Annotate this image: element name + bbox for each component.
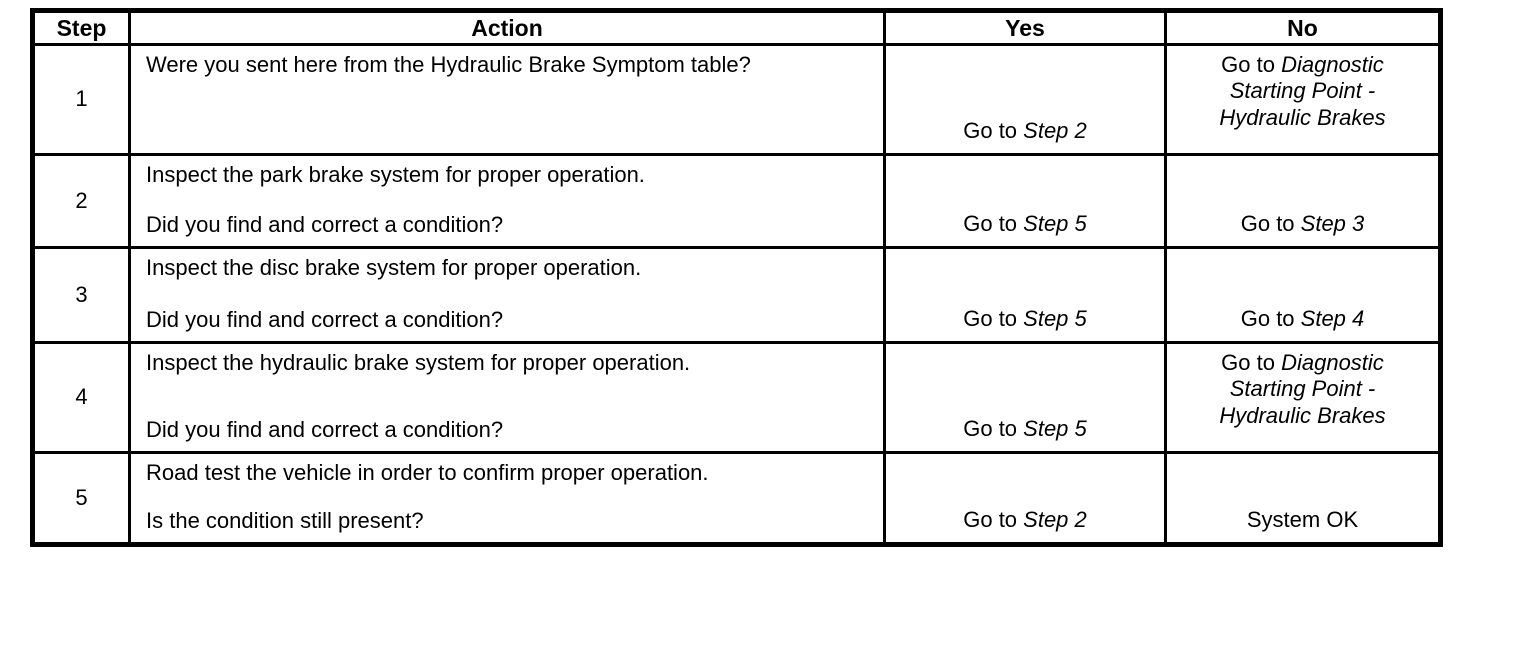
goto-text: Go to — [1240, 211, 1301, 237]
goto-target: Diagnostic Starting Point - Hydraulic Br… — [1219, 52, 1386, 130]
goto-target: Step 5 — [1023, 211, 1087, 237]
status-text: System OK — [1246, 507, 1359, 533]
header-no: No — [1164, 9, 1442, 46]
table-row: 1 Were you sent here from the Hydraulic … — [31, 43, 1442, 156]
no-cell: Go to Diagnostic Starting Point - Hydrau… — [1164, 43, 1442, 156]
no-cell: System OK — [1164, 451, 1442, 546]
action-result-question: Is the condition still present? — [146, 508, 424, 534]
action-result-question: Did you find and correct a condition? — [146, 417, 504, 443]
header-action: Action — [128, 9, 886, 46]
table-row: 5 Road test the vehicle in order to conf… — [31, 451, 1442, 546]
action-cell: Road test the vehicle in order to confir… — [128, 451, 886, 546]
goto-text: Go to — [963, 118, 1024, 144]
action-question: Inspect the disc brake system for proper… — [146, 255, 642, 280]
action-question: Road test the vehicle in order to confir… — [146, 460, 709, 485]
goto-target: Step 3 — [1300, 211, 1365, 237]
action-result-question: Did you find and correct a condition? — [146, 307, 504, 333]
goto-target: Step 2 — [1023, 507, 1087, 533]
goto-text: Go to — [1221, 52, 1282, 77]
action-cell: Inspect the hydraulic brake system for p… — [128, 341, 886, 454]
header-yes: Yes — [883, 9, 1167, 46]
table-row: 2 Inspect the park brake system for prop… — [31, 153, 1442, 249]
goto-target: Step 4 — [1300, 306, 1365, 332]
action-cell: Inspect the park brake system for proper… — [128, 153, 886, 249]
yes-cell: Go to Step 2 — [883, 451, 1167, 546]
step-cell: 3 — [31, 246, 131, 344]
no-cell: Go to Diagnostic Starting Point - Hydrau… — [1164, 341, 1442, 454]
yes-cell: Go to Step 2 — [883, 43, 1167, 156]
yes-cell: Go to Step 5 — [883, 246, 1167, 344]
goto-text: Go to — [963, 306, 1024, 332]
action-question: Inspect the park brake system for proper… — [146, 162, 645, 187]
goto-text: Go to — [1240, 306, 1301, 332]
step-cell: 4 — [31, 341, 131, 454]
diagnostic-table: Step Action Yes No 1 Were you sent here … — [30, 8, 1443, 547]
goto-target: Step 2 — [1023, 118, 1087, 144]
table-row: 4 Inspect the hydraulic brake system for… — [31, 341, 1442, 454]
goto-target: Diagnostic Starting Point - Hydraulic Br… — [1219, 350, 1386, 428]
goto-text: Go to — [1221, 350, 1282, 375]
step-cell: 2 — [31, 153, 131, 249]
no-cell: Go to Step 3 — [1164, 153, 1442, 249]
goto-text: Go to — [963, 416, 1024, 442]
action-question: Were you sent here from the Hydraulic Br… — [146, 52, 751, 77]
table-row: 3 Inspect the disc brake system for prop… — [31, 246, 1442, 344]
goto-target: Step 5 — [1023, 416, 1087, 442]
goto-text: Go to — [963, 211, 1024, 237]
action-question: Inspect the hydraulic brake system for p… — [146, 350, 691, 375]
header-row: Step Action Yes No — [31, 9, 1442, 46]
action-cell: Inspect the disc brake system for proper… — [128, 246, 886, 344]
goto-wrap: Go to Diagnostic Starting Point - Hydrau… — [1200, 350, 1405, 429]
header-step: Step — [31, 9, 131, 46]
yes-cell: Go to Step 5 — [883, 153, 1167, 249]
action-cell: Were you sent here from the Hydraulic Br… — [128, 43, 886, 156]
yes-cell: Go to Step 5 — [883, 341, 1167, 454]
step-cell: 1 — [31, 43, 131, 156]
goto-wrap: Go to Diagnostic Starting Point - Hydrau… — [1200, 52, 1405, 131]
goto-text: Go to — [963, 507, 1024, 533]
action-result-question: Did you find and correct a condition? — [146, 212, 504, 238]
no-cell: Go to Step 4 — [1164, 246, 1442, 344]
goto-target: Step 5 — [1023, 306, 1087, 332]
step-cell: 5 — [31, 451, 131, 546]
